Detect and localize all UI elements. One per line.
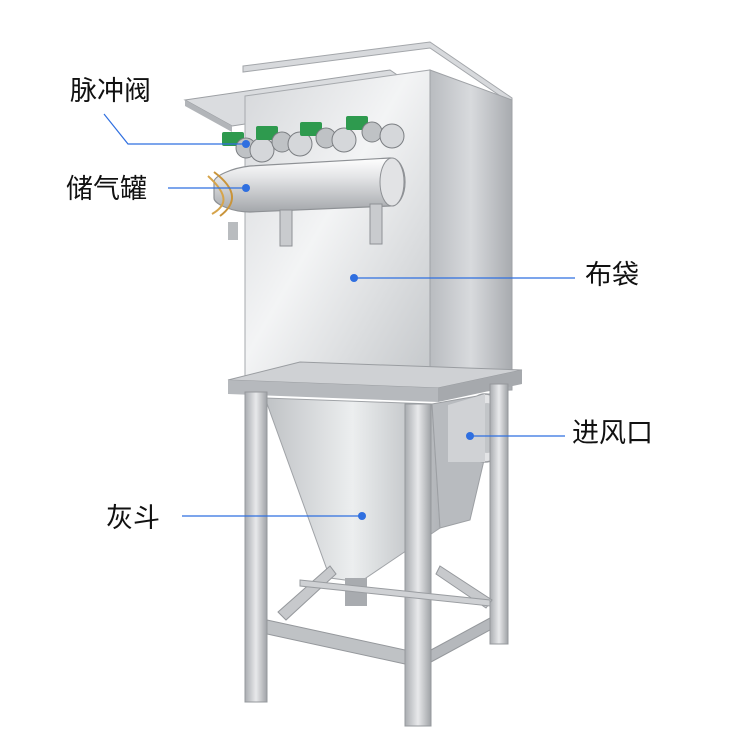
label-air-tank: 储气罐 (66, 174, 147, 205)
annotation-leaders (103, 113, 575, 520)
air-storage-tank (207, 157, 406, 247)
pulse-valve-4 (346, 116, 405, 149)
pulse-valve-3 (300, 122, 357, 153)
label-pulse-valve: 脉冲阀 (70, 76, 151, 107)
marker-pulse-valve (242, 140, 250, 148)
label-air-inlet: 进风口 (572, 418, 653, 449)
mid-flange (227, 361, 523, 402)
pulse-valve-2 (256, 126, 313, 157)
leader-pulse-valve (103, 113, 246, 145)
pulse-valve-1 (222, 132, 275, 163)
label-ash-hopper: 灰斗 (106, 503, 160, 534)
label-filter-bag: 布袋 (585, 260, 639, 291)
support-frame (244, 383, 509, 727)
marker-air-inlet (466, 432, 474, 440)
marker-air-tank (242, 184, 250, 192)
marker-filter-bag (350, 274, 358, 282)
marker-ash-hopper (358, 512, 366, 520)
pulse-valves (222, 116, 405, 163)
